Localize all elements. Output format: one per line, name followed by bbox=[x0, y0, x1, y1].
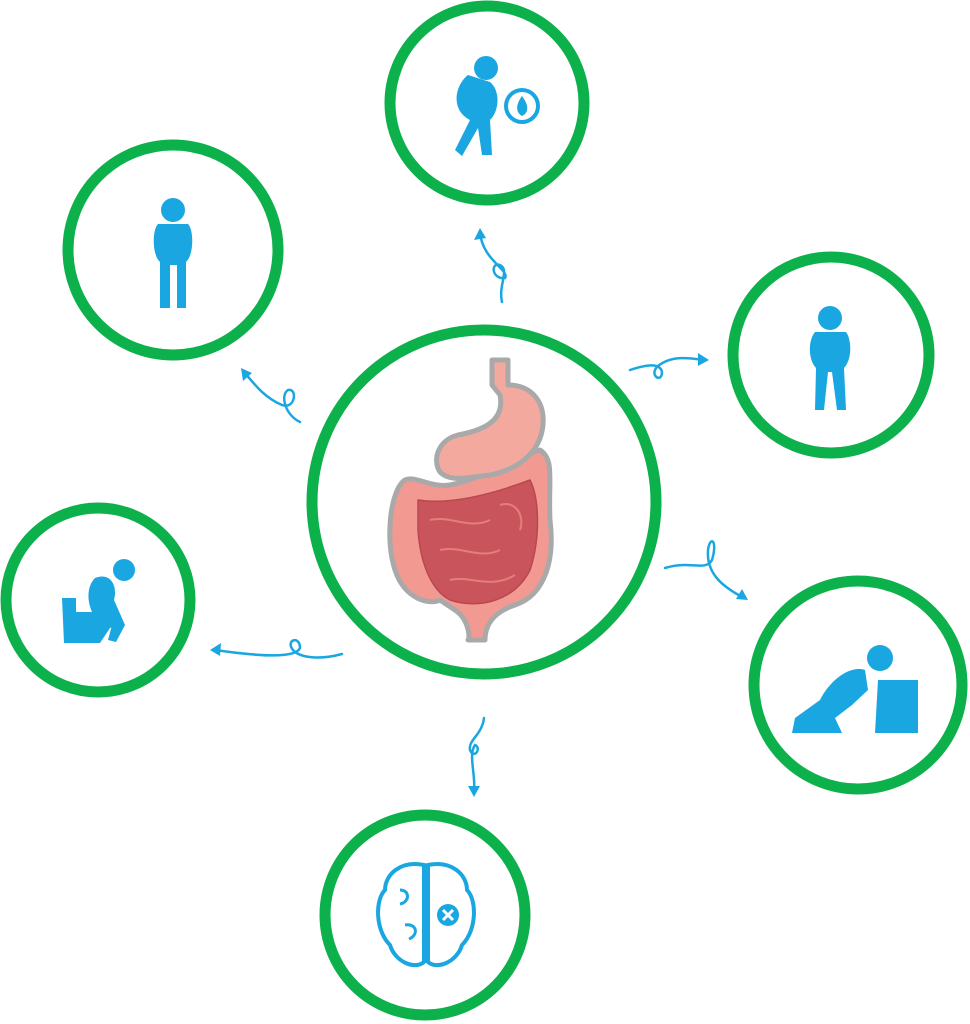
arrowhead-top bbox=[474, 228, 486, 240]
arrow-to-right-lower bbox=[663, 540, 746, 600]
arrow-to-top-left bbox=[242, 370, 302, 424]
diarrhea-toilet-person-icon bbox=[62, 559, 135, 643]
ring-top bbox=[384, 0, 590, 206]
arrowhead-left bbox=[210, 643, 221, 656]
vomiting-person-icon bbox=[792, 645, 918, 733]
ring-left bbox=[0, 502, 196, 698]
arrow-to-left bbox=[213, 639, 344, 659]
arrow-to-top bbox=[478, 230, 507, 304]
abdominal-cramp-person-icon bbox=[809, 306, 851, 410]
ring-center bbox=[306, 324, 662, 680]
ring-right-lower bbox=[748, 575, 968, 795]
digestive-system-icon bbox=[387, 357, 554, 643]
arrowhead-bottom bbox=[468, 786, 480, 797]
arrowhead-right-upper bbox=[698, 353, 709, 366]
ring-top-left bbox=[62, 139, 284, 361]
arrowhead-right-lower bbox=[736, 589, 748, 600]
brain-fog-icon bbox=[376, 862, 476, 968]
arrowhead-top-left bbox=[241, 368, 252, 381]
stomach-ache-person-icon bbox=[153, 198, 193, 308]
arrow-to-bottom bbox=[468, 716, 486, 794]
ring-bottom bbox=[319, 809, 531, 1021]
ring-right-upper bbox=[727, 251, 935, 459]
arrow-to-right-upper bbox=[628, 356, 706, 379]
heartburn-person-icon bbox=[455, 56, 540, 156]
